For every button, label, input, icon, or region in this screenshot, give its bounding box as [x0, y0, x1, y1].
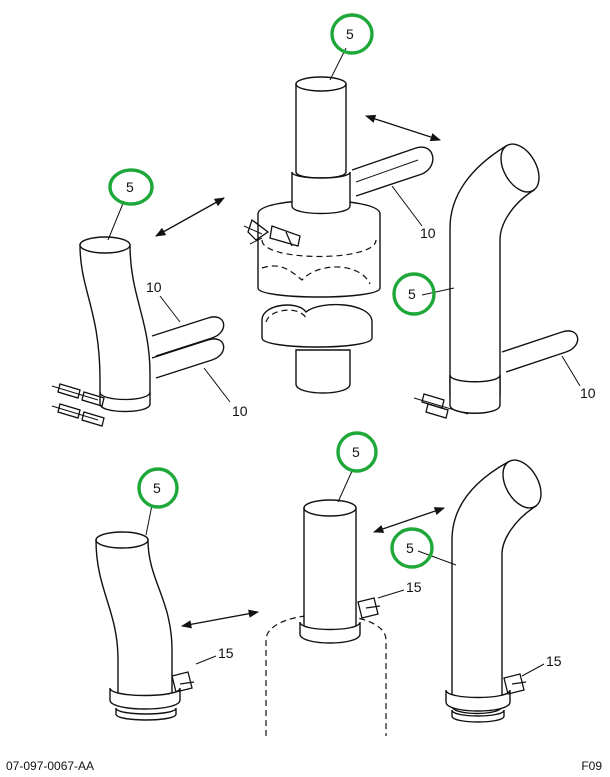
s-bend-tail-pipe — [79, 244, 151, 413]
callout-u-bolt: 10 — [420, 225, 436, 241]
interchange-arrows — [155, 114, 445, 629]
highlight-circle — [330, 13, 374, 55]
pipe-sleeve — [291, 171, 351, 215]
arrow-top-left — [155, 197, 225, 237]
highlight-circle — [336, 431, 378, 473]
callout-u-bolt: 10 — [146, 279, 162, 295]
u-bolt-top-left-lower — [151, 338, 225, 379]
callout-tail-pipe: 5 — [346, 26, 354, 42]
leader-lines — [107, 47, 581, 677]
figure-code: F09 — [581, 759, 602, 773]
muffler-lower-section — [261, 303, 373, 348]
arrow-bottom-left — [180, 609, 260, 629]
callout-u-bolt: 10 — [232, 403, 248, 419]
clamp-bottom-middle — [299, 621, 361, 644]
arrow-top-right — [365, 114, 441, 142]
s-bend-tail-pipe-lower — [95, 539, 173, 707]
straight-pipe-lower — [303, 507, 357, 635]
callout-tail-pipe: 5 — [153, 480, 161, 496]
assembly-top-right — [413, 143, 579, 419]
clamp-bottom-right — [445, 689, 511, 712]
u-bolt-top-middle — [351, 146, 434, 197]
highlight-circles — [108, 13, 436, 569]
callout-clamp: 15 — [546, 653, 562, 669]
curved-stack-pipe-lower — [451, 461, 537, 715]
highlight-circle — [392, 272, 436, 316]
assembly-bottom-left — [95, 531, 195, 721]
straight-tail-pipe — [295, 83, 347, 179]
callout-labels: 5 5 5 5 5 5 10 10 10 10 15 15 15 — [126, 26, 596, 669]
highlight-circle — [108, 168, 154, 206]
callout-clamp: 15 — [218, 645, 234, 661]
highlight-circle — [137, 467, 179, 509]
callout-tail-pipe: 5 — [352, 444, 360, 460]
muffler-body — [257, 199, 381, 298]
drawing-number: 07-097-0067-AA — [6, 759, 95, 773]
u-bolt-top-left-upper — [151, 316, 225, 357]
assembly-bottom-middle — [265, 499, 387, 736]
callout-tail-pipe: 5 — [126, 179, 134, 195]
assembly-top-left — [51, 236, 225, 427]
highlight-circle — [390, 527, 434, 569]
callout-tail-pipe: 5 — [408, 286, 416, 302]
arrow-bottom-right — [373, 507, 445, 533]
callout-clamp: 15 — [406, 579, 422, 595]
muffler-outlet-stub — [295, 349, 351, 394]
u-bolt-top-right — [501, 330, 579, 373]
clamp-bottom-left — [109, 687, 181, 710]
assembly-top-middle — [243, 76, 434, 394]
callout-u-bolt: 10 — [580, 385, 596, 401]
callout-tail-pipe: 5 — [406, 540, 414, 556]
assembly-bottom-right — [445, 459, 542, 723]
